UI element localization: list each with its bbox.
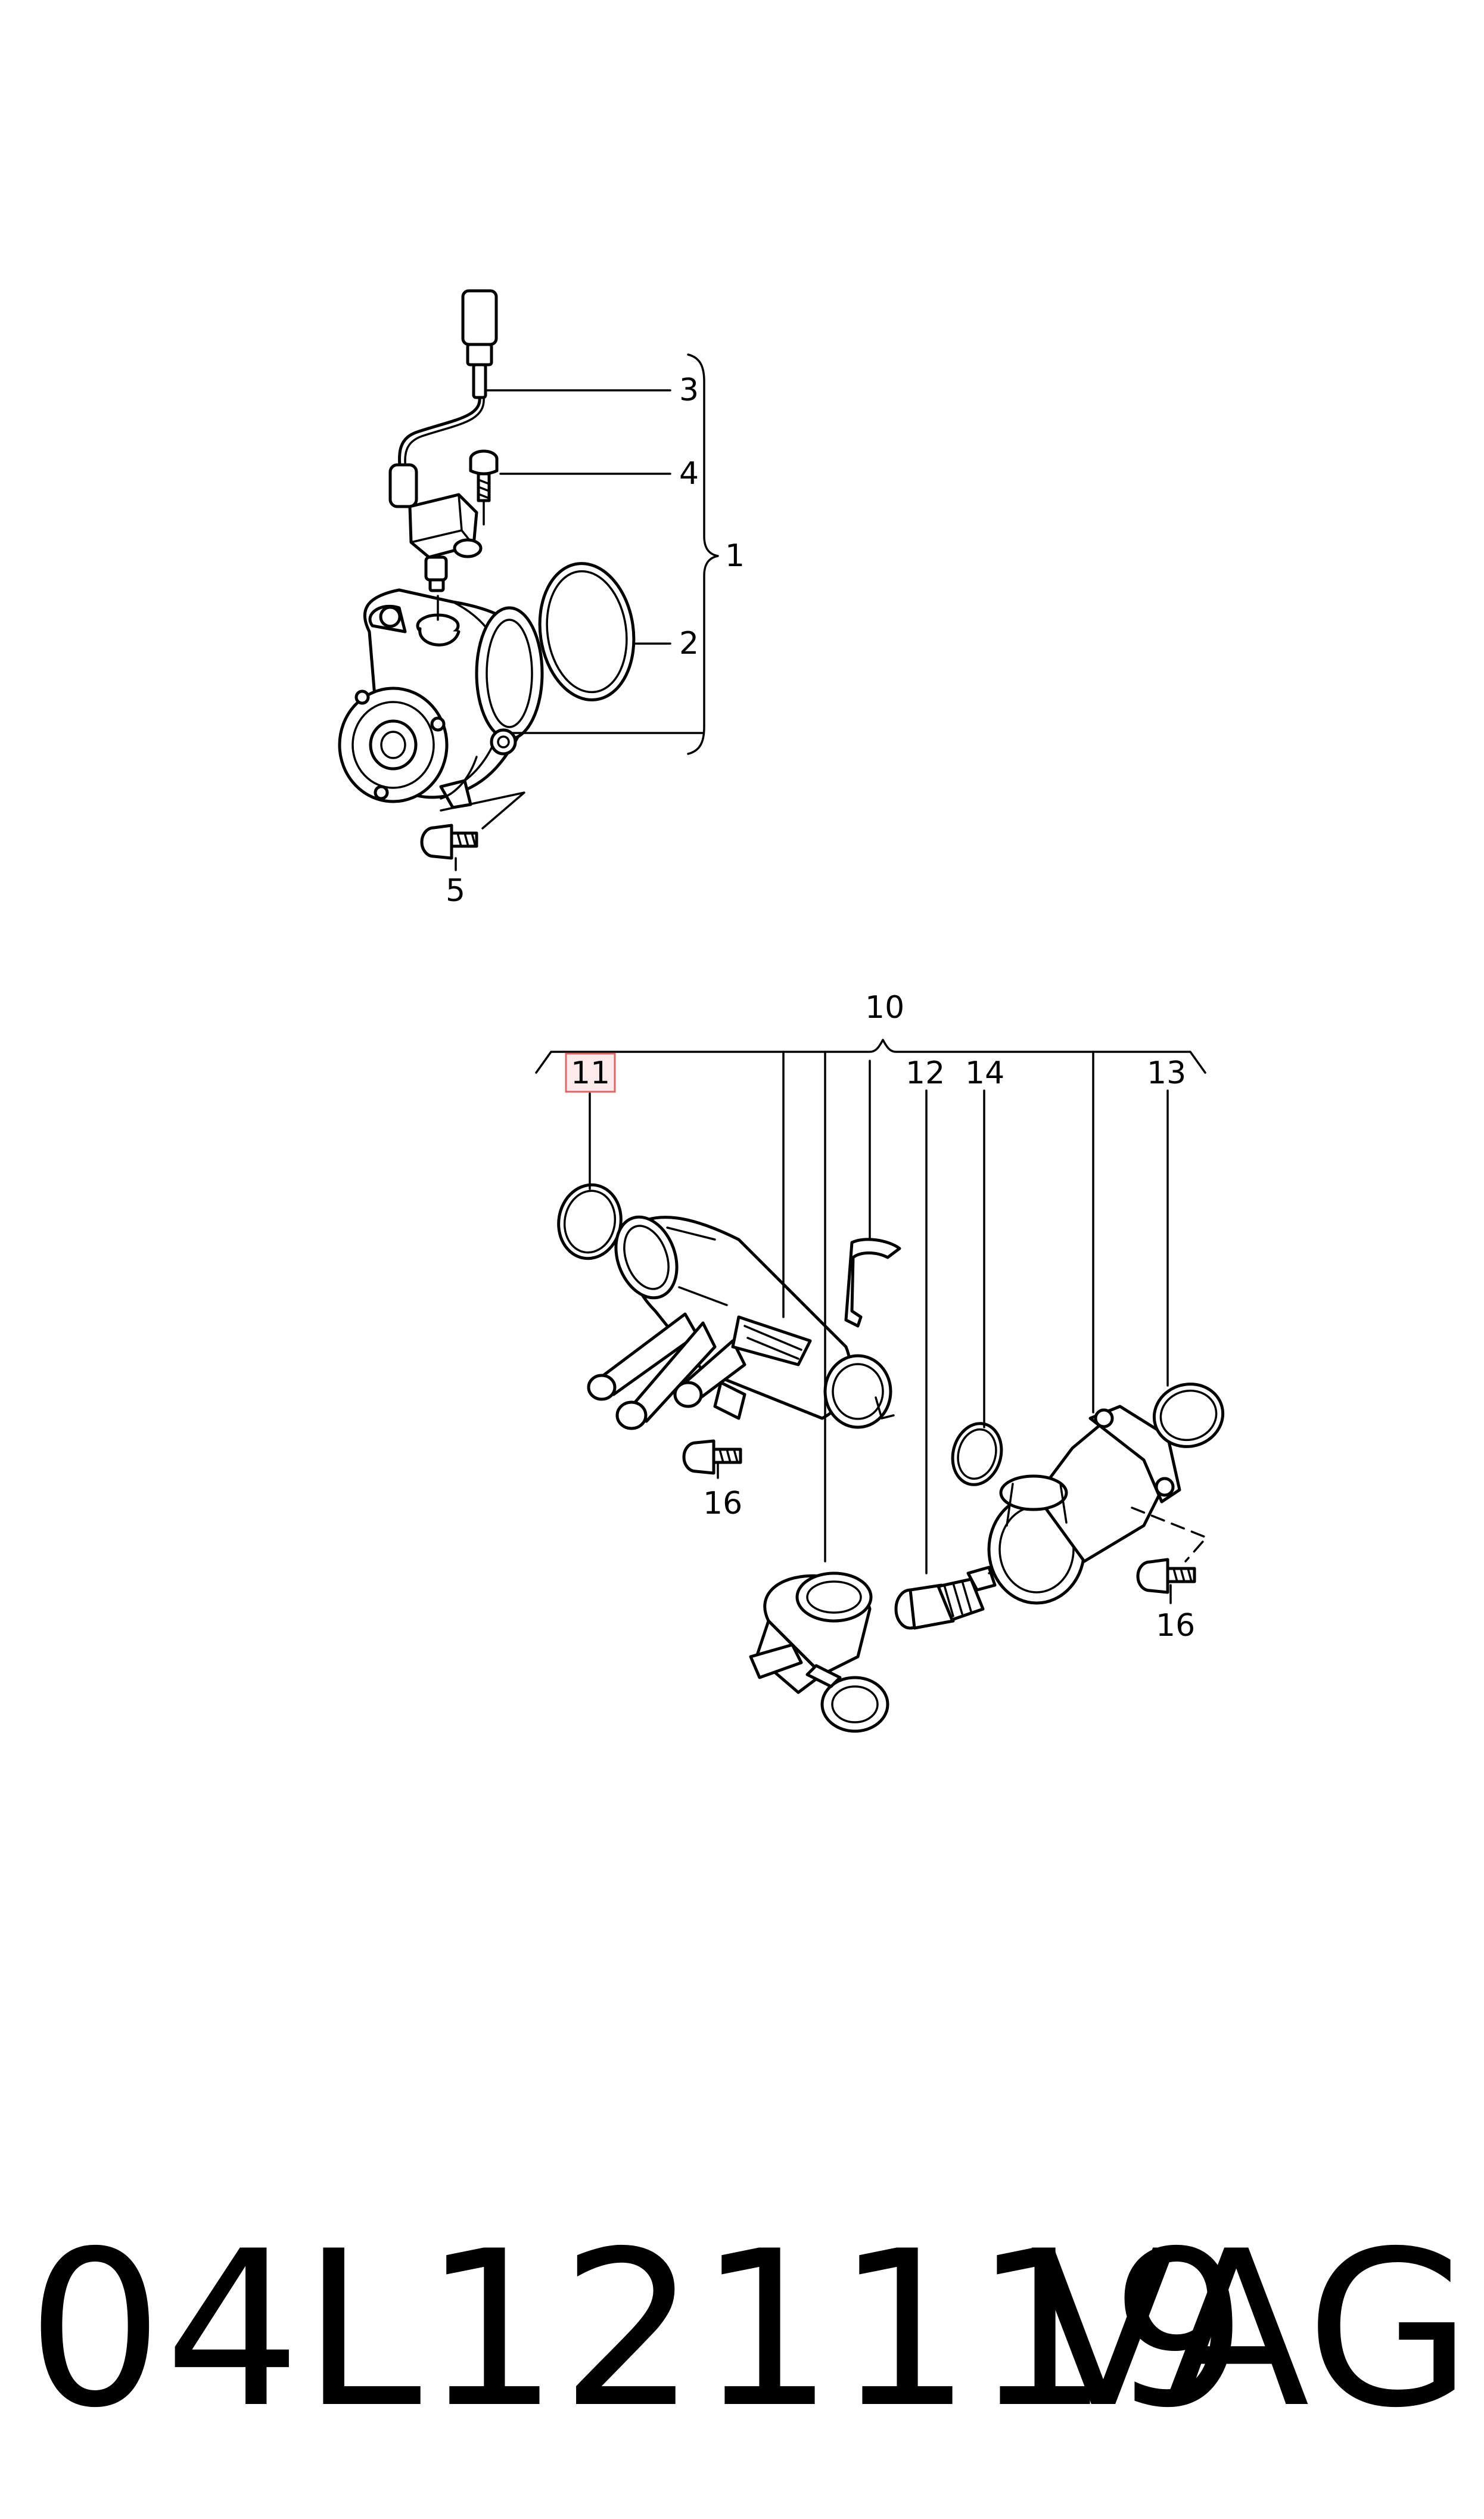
callout-3: 3 — [679, 372, 699, 408]
bolt-5 — [420, 824, 478, 860]
flange-housing — [987, 1405, 1181, 1605]
callout-5: 5 — [446, 873, 465, 909]
o-ring-13 — [1152, 1383, 1225, 1448]
highlighted-callout-box — [565, 1052, 616, 1093]
bolt-16-left — [682, 1439, 742, 1475]
callout-16-right: 16 — [1156, 1608, 1195, 1644]
part-number: 04L121119 — [27, 2205, 1249, 2455]
sensor-connector — [461, 289, 498, 399]
thermostat-12 — [894, 1563, 1014, 1630]
solenoid-valve — [408, 493, 483, 592]
elbow-connector — [749, 1571, 889, 1733]
callout-13: 13 — [1147, 1055, 1186, 1091]
coolant-pump-assembly — [338, 289, 719, 871]
bolt-16-right — [1136, 1558, 1196, 1594]
callout-2: 2 — [679, 626, 699, 661]
bolt-4 — [469, 449, 499, 502]
sensor-cable — [397, 396, 481, 473]
callout-1: 1 — [725, 538, 745, 574]
o-ring-2 — [538, 562, 636, 701]
callout-10: 10 — [865, 990, 904, 1026]
callout-14: 14 — [965, 1055, 1004, 1091]
coolant-pipe — [587, 1215, 892, 1430]
callout-16-left: 16 — [703, 1486, 742, 1521]
coolant-flange-assembly — [535, 1039, 1225, 1733]
brand-name: VAG — [1029, 2205, 1472, 2455]
pump-housing — [338, 588, 544, 809]
spring-clip — [844, 1238, 901, 1328]
callout-12: 12 — [906, 1055, 945, 1091]
callout-4: 4 — [679, 456, 699, 492]
callout-11: 11 — [571, 1055, 610, 1091]
